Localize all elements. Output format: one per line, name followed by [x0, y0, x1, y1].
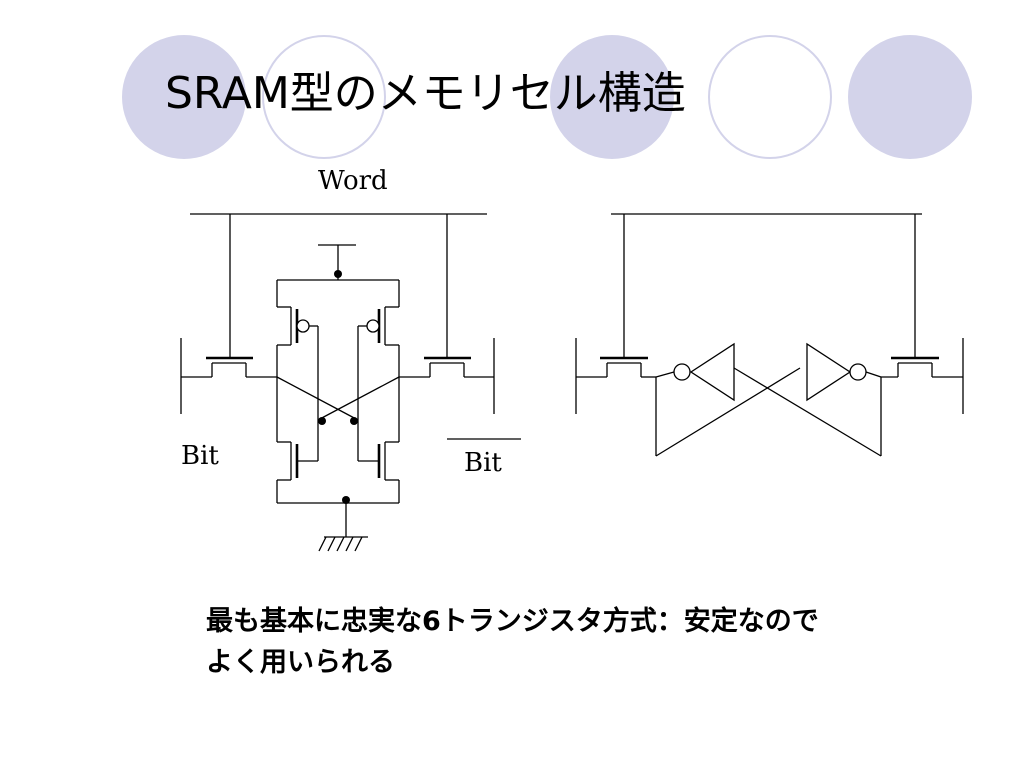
decor-circle-2 [262, 35, 386, 159]
right-pmos-transistor [357, 306, 400, 442]
vdd-supply [276, 244, 400, 307]
left-inverter [655, 342, 735, 402]
left-access-transistor-2 [576, 356, 656, 378]
cross-feedback-wires [655, 367, 882, 457]
left-nmos-transistor [276, 420, 319, 503]
six-transistor-circuit [180, 213, 521, 552]
bit-bar-label: Bit [464, 448, 502, 478]
ground [277, 496, 399, 552]
left-access-transistor [181, 356, 277, 378]
right-inverter [806, 342, 882, 402]
decor-circle-4 [708, 35, 832, 159]
right-access-transistor-2 [881, 356, 963, 378]
right-access-transistor [399, 356, 494, 378]
caption: 最も基本に忠実な6トランジスタ方式：安定なので よく用いられる [206, 601, 926, 683]
decor-circle-5 [848, 35, 972, 159]
decor-circle-3 [550, 35, 674, 159]
left-pmos-transistor [276, 306, 319, 442]
caption-line-1: 最も基本に忠実な6トランジスタ方式：安定なので [206, 606, 819, 637]
word-label: Word [318, 166, 388, 196]
caption-line-2: よく用いられる [206, 647, 395, 678]
slide-title: SRAM型のメモリセル構造 [165, 68, 686, 119]
decor-circle-1 [122, 35, 246, 159]
cross-coupling [276, 376, 400, 425]
inverter-equivalent-circuit [575, 213, 964, 457]
bit-label: Bit [181, 441, 219, 471]
right-nmos-transistor [357, 420, 400, 503]
